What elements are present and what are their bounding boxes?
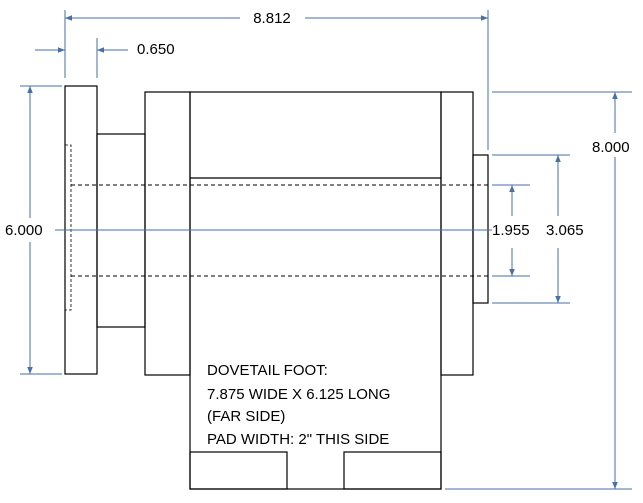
dimension-bore-outer: 3.065: [492, 154, 584, 304]
foot-pad-right: [343, 451, 442, 490]
main-body: [189, 91, 442, 490]
dimension-overall-length: 8.812: [64, 10, 489, 150]
left-flange-recess: [64, 144, 72, 311]
note-line-4: PAD WIDTH: 2" THIS SIDE: [207, 431, 389, 448]
note-line-2: 7.875 WIDE X 6.125 LONG: [207, 386, 390, 403]
note-line-1: DOVETAIL FOOT:: [207, 362, 328, 379]
left-body-section: [144, 91, 191, 376]
dovetail-foot-note: DOVETAIL FOOT: 7.875 WIDE X 6.125 LONG (…: [207, 362, 390, 448]
dimension-flange-thickness-label: 0.650: [137, 41, 175, 58]
dimension-flange-thickness: 0.650: [35, 38, 175, 78]
dimension-flange-height-label: 6.000: [5, 222, 43, 239]
dimension-flange-height: 6.000: [5, 85, 62, 375]
dimension-bore-inner: 1.955: [492, 184, 530, 277]
right-body-section: [440, 91, 474, 376]
part-outline: [64, 85, 489, 490]
note-line-3: (FAR SIDE): [207, 408, 285, 425]
dimension-overall-height: 8.000: [445, 91, 632, 490]
foot-pad-left: [189, 451, 288, 490]
dimension-bore-outer-label: 3.065: [546, 222, 584, 239]
dimension-overall-length-label: 8.812: [253, 10, 291, 27]
dimension-bore-inner-label: 1.955: [492, 222, 530, 239]
dimension-overall-height-label: 8.000: [592, 139, 630, 156]
right-hub: [472, 154, 489, 304]
